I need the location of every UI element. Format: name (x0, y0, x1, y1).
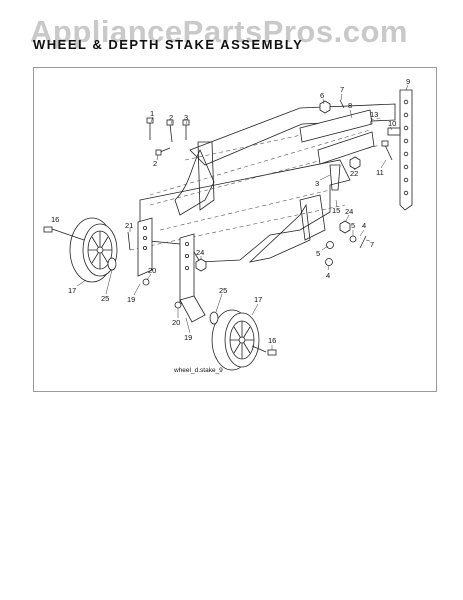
hardware-right (319, 99, 401, 266)
callout-2-lower: 2 (153, 159, 157, 168)
callout-25-right: 25 (219, 286, 227, 295)
right-wheel (179, 295, 277, 371)
callout-11: 11 (376, 168, 384, 177)
bolt-set-top (146, 117, 190, 156)
callout-22: 22 (350, 169, 358, 178)
page-title: WHEEL & DEPTH STAKE ASSEMBLY (33, 37, 304, 52)
callout-24-left: 24 (196, 248, 204, 257)
callout-21: 21 (125, 221, 133, 230)
callout-3: 3 (184, 113, 188, 122)
left-wheel-bracket (127, 217, 207, 309)
callout-15: 15 (332, 206, 340, 215)
callout-24: 24 (345, 207, 353, 216)
callout-25-left: 25 (101, 294, 109, 303)
hitch-bracket (299, 109, 375, 191)
callout-5-lower: 5 (316, 249, 320, 258)
callout-10: 10 (388, 119, 396, 128)
callout-4: 4 (362, 221, 366, 230)
diagram-frame (33, 67, 437, 392)
callout-3-right: 3 (315, 179, 319, 188)
callout-7: 7 (340, 85, 344, 94)
callout-2: 2 (169, 113, 173, 122)
callout-20: 20 (148, 266, 156, 275)
diagram-caption: wheel_d.stake_9 (173, 367, 223, 374)
callout-labels: 1 2 3 2 6 7 8 9 10 13 11 3 22 15 24 5 4 … (51, 77, 410, 345)
callout-7-right: 7 (370, 240, 374, 249)
callout-17-right: 17 (254, 295, 262, 304)
leader-lines (76, 84, 409, 350)
callout-1: 1 (150, 109, 154, 118)
callout-5: 5 (351, 221, 355, 230)
callout-16-left: 16 (51, 215, 59, 224)
callout-4-lower: 4 (326, 271, 330, 280)
callout-19-lower: 19 (184, 333, 192, 342)
callout-9: 9 (406, 77, 410, 86)
callout-13: 13 (370, 110, 378, 119)
callout-19: 19 (127, 295, 135, 304)
watermark-text: AppliancePartsPros.com (30, 14, 408, 49)
callout-8: 8 (348, 101, 352, 110)
callout-6: 6 (320, 91, 324, 100)
callout-20-lower: 20 (172, 318, 180, 327)
left-wheel (43, 217, 118, 283)
callout-17-left: 17 (68, 286, 76, 295)
depth-stake-bar (399, 89, 413, 211)
callout-16-right: 16 (268, 336, 276, 345)
